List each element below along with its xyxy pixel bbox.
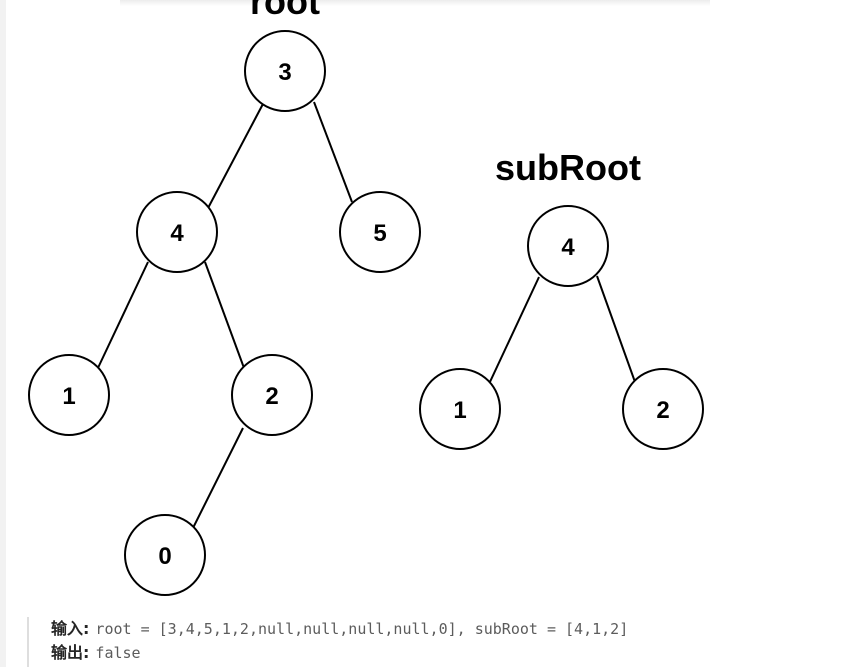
- subroot-node-1: 1: [419, 368, 501, 450]
- root-node-0: 0: [124, 514, 206, 596]
- edge-4-2: [204, 261, 245, 369]
- input-colon: :: [83, 619, 90, 638]
- input-value: root = [3,4,5,1,2,null,null,null,null,0]…: [95, 620, 629, 638]
- top-shadow: [120, 0, 710, 6]
- output-line: 输出: false: [51, 641, 855, 665]
- subroot-node-2: 2: [622, 368, 704, 450]
- root-node-5-label: 5: [373, 220, 386, 247]
- subroot-tree: subRoot 4 1 2: [419, 147, 704, 450]
- left-rule: [0, 0, 6, 667]
- root-node-2-label: 2: [265, 383, 278, 410]
- output-colon: :: [83, 643, 90, 662]
- subroot-node-1-label: 1: [453, 397, 466, 424]
- root-tree-title: root: [250, 0, 320, 22]
- output-value: false: [95, 644, 141, 662]
- root-node-1: 1: [28, 354, 110, 436]
- edge-sub-4-2: [596, 275, 636, 383]
- root-node-4-label: 4: [170, 220, 184, 247]
- root-node-1-label: 1: [62, 383, 75, 410]
- edge-4-1: [96, 261, 149, 371]
- subroot-tree-title: subRoot: [495, 147, 641, 188]
- output-label: 输出: [51, 643, 84, 662]
- subroot-node-4-label: 4: [561, 234, 575, 261]
- root-node-4: 4: [136, 191, 218, 273]
- root-node-2: 2: [231, 354, 313, 436]
- root-node-0-label: 0: [158, 543, 171, 570]
- edge-2-0: [191, 427, 244, 531]
- root-node-3-label: 3: [278, 59, 291, 86]
- edge-sub-4-1: [488, 276, 540, 385]
- root-tree: root 3 4 5 1 2: [28, 0, 421, 596]
- subroot-node-2-label: 2: [656, 397, 669, 424]
- tree-diagram: root 3 4 5 1 2: [28, 0, 704, 596]
- root-node-3: 3: [244, 30, 326, 112]
- root-node-5: 5: [339, 191, 421, 273]
- edge-3-5: [313, 101, 353, 203]
- input-line: 输入: root = [3,4,5,1,2,null,null,null,null…: [51, 617, 855, 641]
- edge-3-4: [206, 101, 265, 211]
- example-io-block: 输入: root = [3,4,5,1,2,null,null,null,null…: [27, 617, 855, 667]
- subroot-node-4: 4: [527, 205, 609, 287]
- input-label: 输入: [51, 619, 84, 638]
